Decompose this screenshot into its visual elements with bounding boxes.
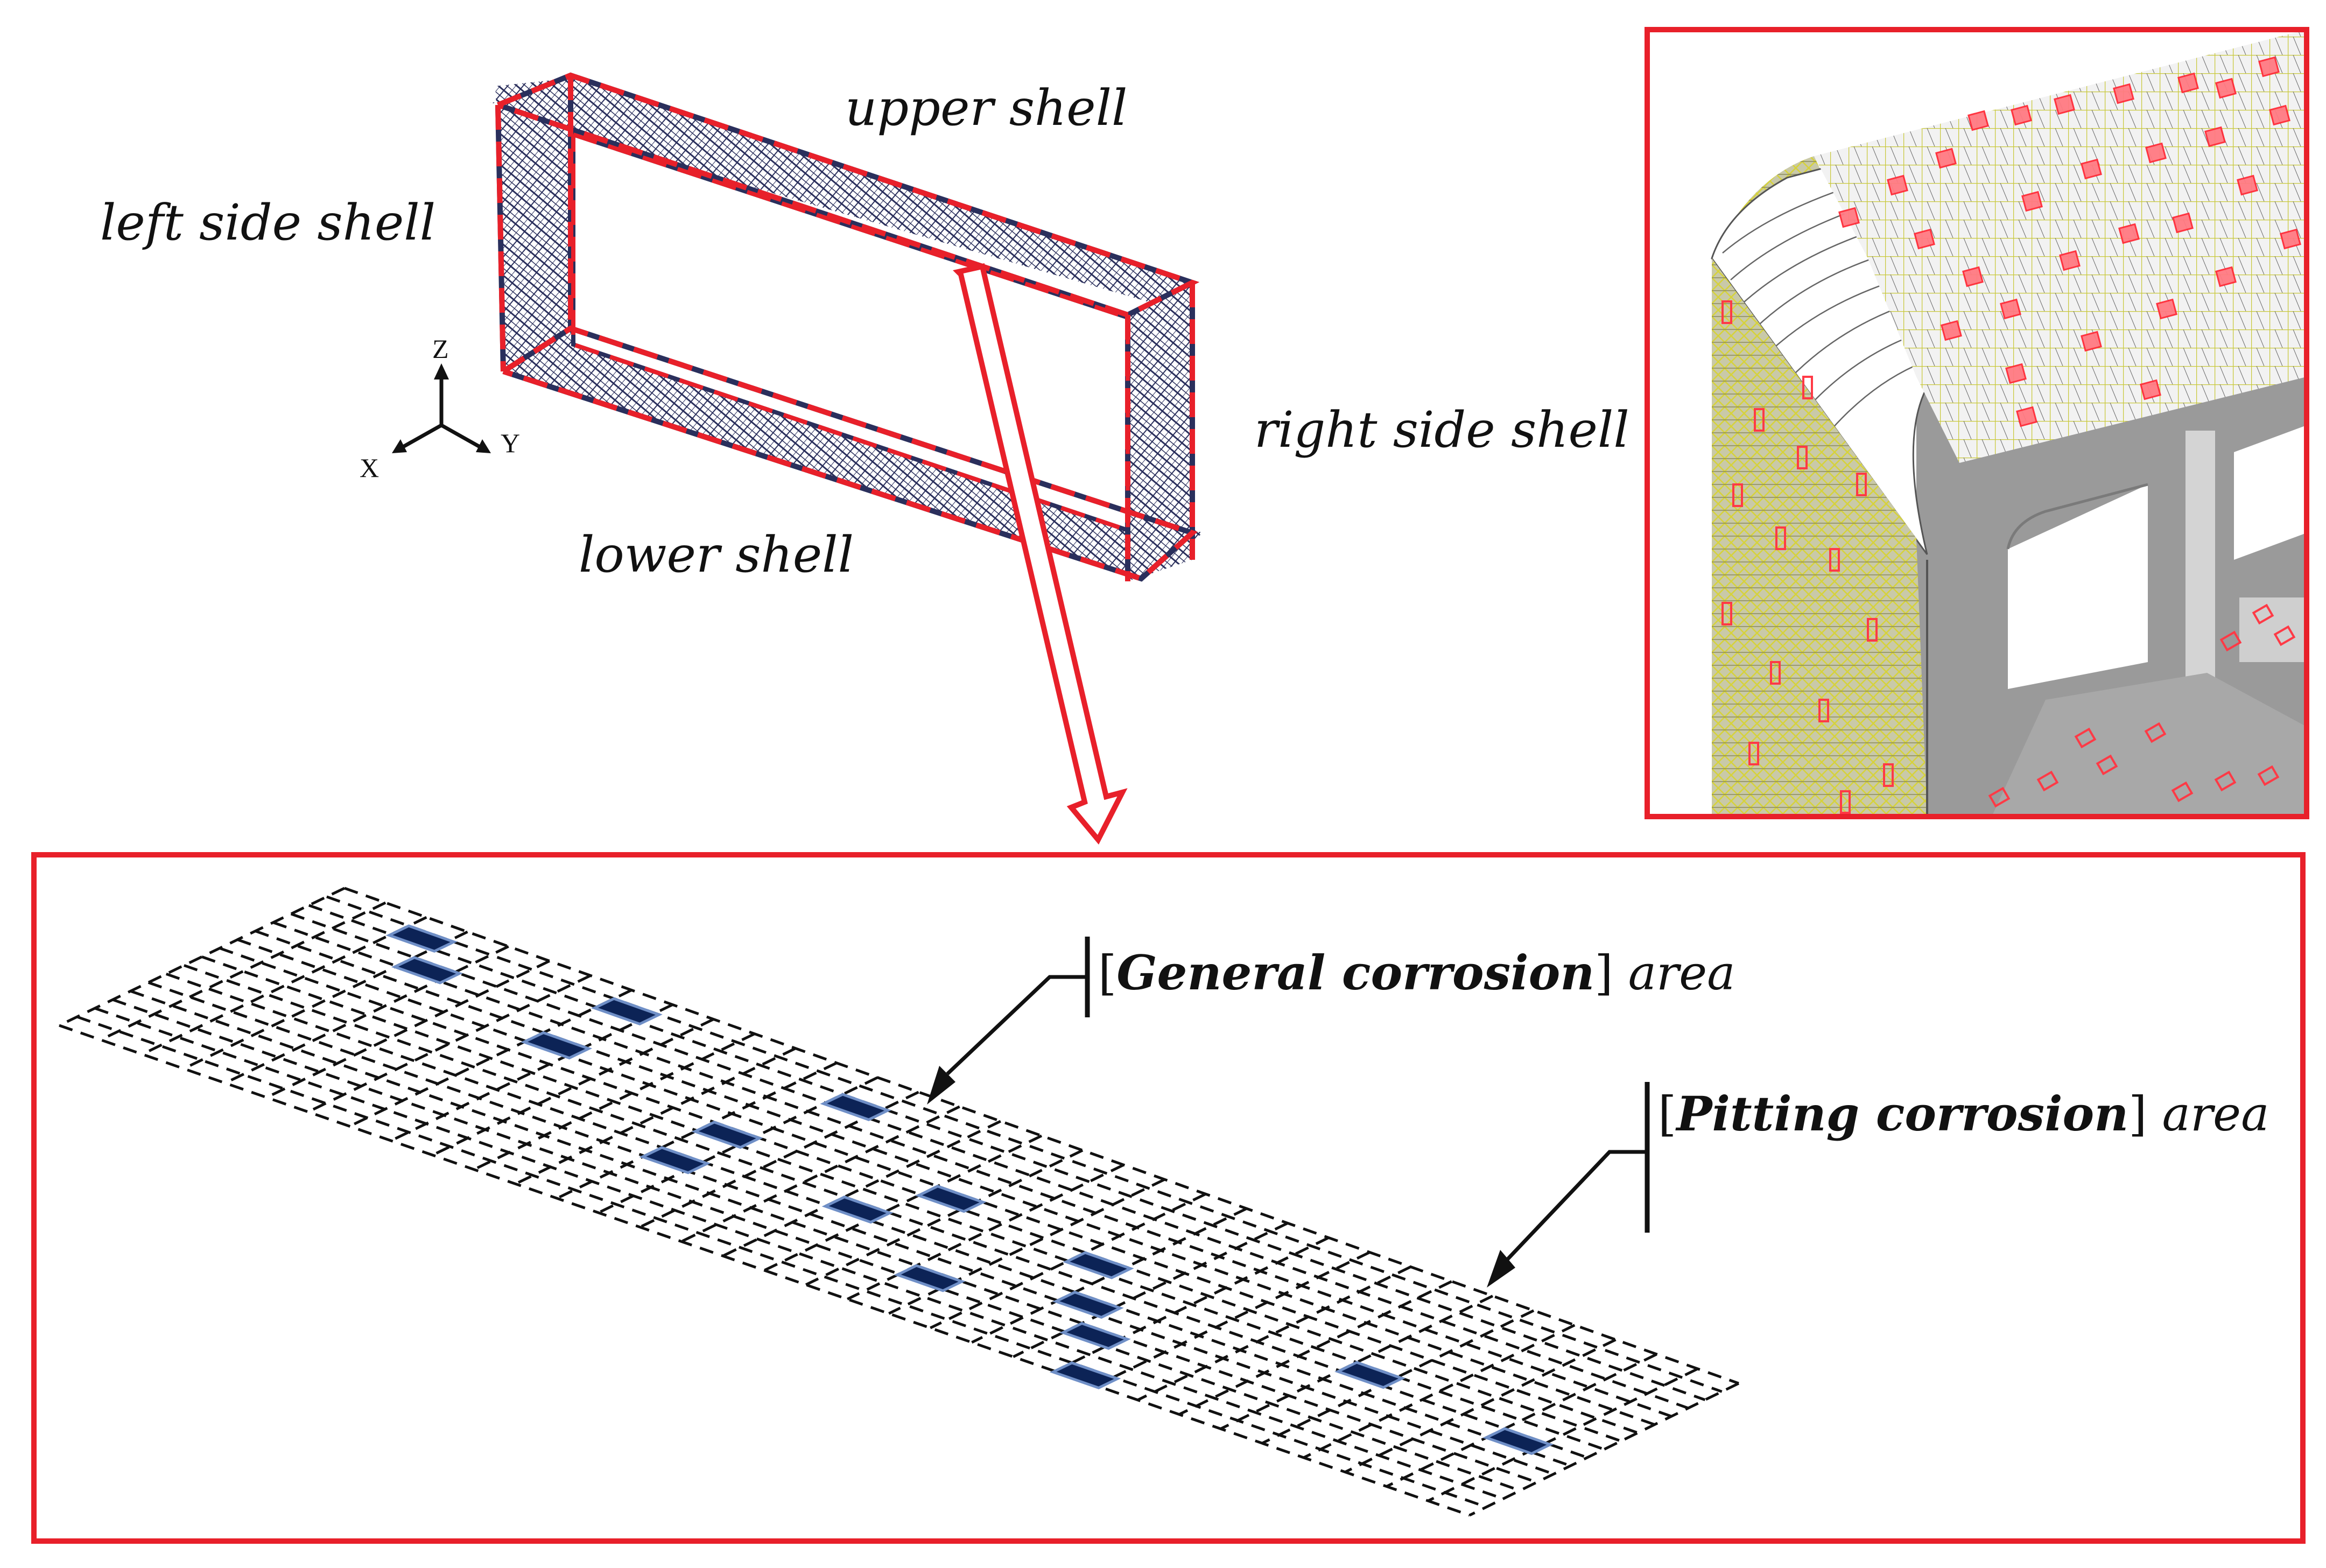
pitting-patch [1063,1251,1134,1279]
grid-line [100,901,387,1042]
pitting-patch [591,997,663,1026]
pitting-patch [691,1121,763,1149]
grid-line [1344,1338,1617,1473]
axis-x-label: X [360,453,379,483]
grid-line [1303,1324,1576,1459]
pitting-patch [385,924,458,953]
pitting-patch [391,956,463,985]
pitting-patch [915,1185,987,1213]
grid-line [1468,1382,1740,1517]
grid-line [847,1163,1125,1300]
pitting-patch [1482,1427,1554,1456]
grid-line [349,989,633,1128]
grid-line [432,1018,714,1157]
grid-line [142,916,427,1056]
grid-line [473,1032,755,1171]
general-corrosion-label: [General corrosion] area [1098,945,1735,1001]
grid-line [266,960,550,1099]
grid-line [930,1192,1206,1330]
grid-line [888,1178,1165,1315]
grid-line [308,904,1706,1401]
corroded-plate-mesh [58,887,1740,1517]
pitting-corrosion-label: [Pitting corrosion] area [1658,1086,2269,1142]
right-side-shell-label: right side shell [1254,401,1629,459]
grid-line [224,945,509,1085]
grid-line [515,1047,797,1185]
grid-line [1054,1236,1330,1373]
hull-box-section [490,72,1203,582]
pitting-patch [820,1093,891,1121]
axis-z-label: Z [432,334,449,364]
grid-line [805,1149,1084,1286]
grid-line [971,1207,1247,1344]
pitting-patch [1052,1290,1124,1319]
grid-line [556,1061,838,1200]
right-side-shell-panel [1128,283,1192,581]
grid-line [59,1024,1470,1517]
grid-line [1013,1222,1289,1358]
grid-line [722,1120,1001,1257]
grid-line [390,1003,673,1142]
grid-line [1137,1265,1411,1402]
grid-line [1178,1280,1452,1416]
upper-shell-label: upper shell [845,79,1127,137]
pitting-patch [521,1031,593,1060]
general-corrosion-callout: [General corrosion] area [927,937,1735,1105]
pitting-corrosion-callout: [Pitting corrosion] area [1487,1082,2269,1288]
grid-line [344,887,1739,1385]
left-side-shell-panel [498,75,571,371]
pitting-patch [894,1264,966,1292]
grid-line [1386,1353,1657,1488]
coordinate-axes [392,363,491,453]
grid-line [1261,1309,1535,1445]
grid-line [307,974,592,1113]
pitting-patch [1049,1361,1121,1390]
grid-line [1220,1295,1494,1430]
grid-line [326,895,1723,1393]
zoom-arrow [953,263,1128,845]
pitting-patch [1334,1361,1406,1389]
lower-shell-label: lower shell [579,526,854,583]
pitting-patch [1059,1321,1131,1350]
left-side-shell-label: left side shell [100,194,435,251]
zoom-frame [1645,27,2309,819]
pitting-patch [639,1146,711,1175]
grid-line [763,1134,1043,1272]
grid-line [1427,1367,1698,1502]
grid-line [680,1105,960,1243]
fe-model-zoom [1645,27,2309,819]
grid-line [1095,1251,1371,1387]
grid-line [183,930,468,1070]
pitting-patch [821,1196,894,1224]
axis-y-label: Y [501,428,520,458]
